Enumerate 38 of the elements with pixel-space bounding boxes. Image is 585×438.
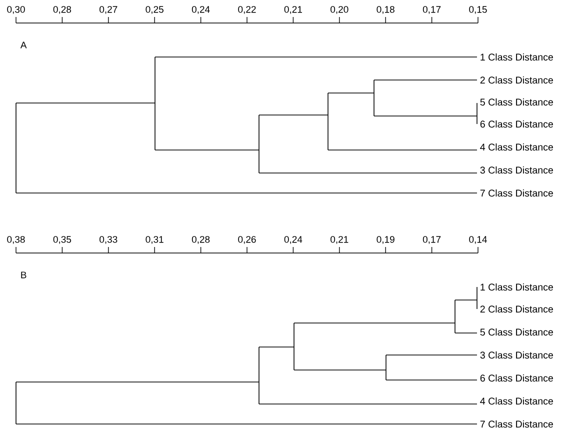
leaf-label: 4 Class Distance [480, 143, 553, 151]
tick-label: 0,17 [422, 6, 441, 14]
leaf-label: 5 Class Distance [480, 98, 553, 106]
tick-label: 0,35 [53, 236, 72, 244]
tick-label: 0,24 [192, 6, 210, 14]
leaf-label: 1 Class Distance [480, 53, 553, 61]
leaf-label: 5 Class Distance [480, 328, 553, 336]
leaf-label: 4 Class Distance [480, 397, 553, 405]
leaf-label: 2 Class Distance [480, 76, 553, 84]
tick-label: 0,19 [376, 236, 394, 244]
panel-label: A [20, 42, 27, 48]
leaf-label: 3 Class Distance [480, 351, 553, 359]
tick-label: 0,20 [330, 6, 348, 14]
tick-label: 0,28 [192, 236, 210, 244]
panel-label: B [21, 272, 26, 278]
leaf-label: 6 Class Distance [480, 120, 553, 128]
tick-label: 0,14 [469, 236, 487, 244]
tick-label: 0,21 [330, 236, 348, 244]
leaf-label: 1 Class Distance [480, 283, 553, 291]
leaf-label: 6 Class Distance [480, 374, 553, 382]
tick-label: 0,25 [146, 6, 164, 14]
tick-label: 0,15 [469, 6, 487, 14]
tick-label: 0,38 [7, 236, 25, 244]
tick-label: 0,26 [238, 236, 256, 244]
leaf-label: 7 Class Distance [480, 420, 553, 428]
tick-label: 0,30 [7, 6, 25, 14]
leaf-label: 3 Class Distance [480, 166, 553, 174]
leaf-label: 2 Class Distance [480, 305, 553, 313]
leaf-label: 7 Class Distance [480, 189, 553, 197]
tick-label: 0,21 [284, 6, 302, 14]
tick-label: 0,24 [284, 236, 302, 244]
tick-label: 0,33 [100, 236, 118, 244]
tick-label: 0,31 [146, 236, 164, 244]
tick-label: 0,28 [53, 6, 72, 14]
tick-label: 0,27 [100, 6, 118, 14]
tick-label: 0,18 [376, 6, 394, 14]
tick-label: 0,22 [238, 6, 256, 14]
tick-label: 0,17 [422, 236, 441, 244]
